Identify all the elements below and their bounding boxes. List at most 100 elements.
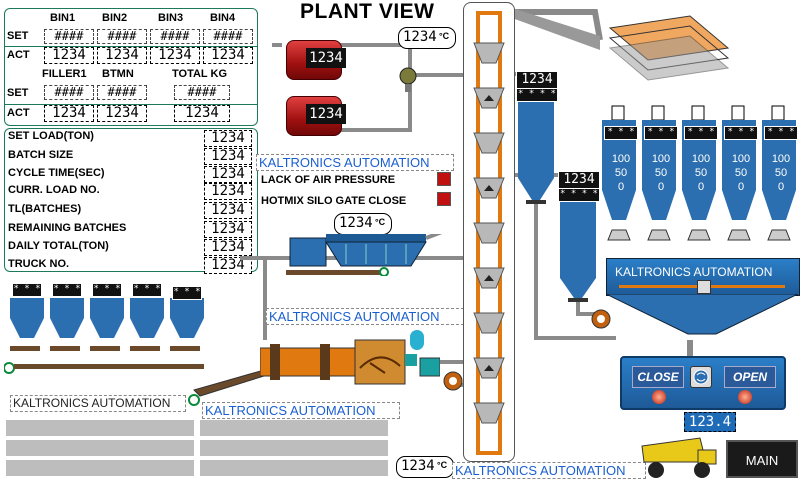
gauge-100: 100: [691, 153, 711, 165]
cold-bin3-level: * * *: [92, 283, 122, 297]
hot-silo-2-level: * * * *: [558, 188, 600, 202]
gauge-50: 50: [774, 167, 788, 179]
status-bar-6: [200, 460, 388, 476]
slinger-brand: KALTRONICS AUTOMATION: [266, 308, 464, 325]
mixer-temp-box: 1234 °C: [334, 213, 392, 235]
curr-load-value: 1234: [204, 183, 252, 200]
total-kg-header: TOTAL KG: [172, 68, 227, 80]
feeder-brand: KALTRONICS AUTOMATION: [202, 402, 400, 419]
alarm-brand: KALTRONICS AUTOMATION: [256, 154, 454, 171]
gauge-100: 100: [771, 153, 791, 165]
top-temp-unit: °C: [439, 31, 450, 41]
set-load-label: SET LOAD(TON): [8, 130, 94, 142]
act-row-label: ACT: [7, 49, 30, 61]
weigh-hopper-brand: KALTRONICS AUTOMATION: [615, 265, 773, 279]
alarm-silo-gate-lamp: [437, 192, 451, 206]
hot-silo-1: [516, 68, 556, 208]
slinger-unit: [286, 230, 443, 277]
bin4-act: 1234: [203, 47, 253, 64]
bin1-act: 1234: [44, 47, 94, 64]
tank2-temp: 1234: [306, 104, 346, 124]
gauge-100: 100: [731, 153, 751, 165]
bin1-set[interactable]: ####: [44, 29, 94, 44]
bin-table: BIN1 BIN2 BIN3 BIN4 #### #### #### #### …: [42, 10, 256, 122]
bin-table-panel: [4, 8, 258, 126]
daily-total-label: DAILY TOTAL(TON): [8, 240, 109, 252]
batch-size-label: BATCH SIZE: [8, 149, 74, 161]
gate-open-button[interactable]: OPEN: [724, 366, 776, 388]
bin2-set[interactable]: ####: [97, 29, 147, 44]
top-temp-box: 1234 °C: [398, 27, 456, 49]
main-button[interactable]: MAIN: [726, 440, 798, 478]
alarm-air-pressure: LACK OF AIR PRESSURE: [261, 174, 396, 186]
remaining-batches-label: REMAINING BATCHES: [8, 222, 127, 234]
batch-size-value: 1234: [204, 148, 252, 165]
mixer-temp-unit: °C: [375, 217, 386, 227]
status-bar-1: [6, 420, 194, 436]
dump-truck-icon: [640, 432, 720, 480]
bin1-header: BIN1: [50, 12, 76, 24]
cold-feed-bins: [8, 278, 208, 358]
hot-silo-1-reading: 1234: [516, 71, 558, 89]
bin2-header: BIN2: [102, 12, 128, 24]
btmn-set[interactable]: ####: [97, 85, 147, 100]
weigh-indicator-icon: [697, 280, 711, 294]
bin3-header: BIN3: [158, 12, 184, 24]
bucket-elevator: [463, 2, 515, 462]
hot-bin4-level: * * *: [724, 126, 758, 140]
gauge-50: 50: [654, 167, 668, 179]
truck-no-value: 1234: [204, 257, 252, 274]
set-row-label: SET: [7, 30, 29, 42]
cold-bin4-level: * * *: [132, 283, 162, 297]
filler1-act: 1234: [44, 105, 94, 122]
bin4-header: BIN4: [210, 12, 236, 24]
daily-total-value: 1234: [204, 239, 252, 256]
alarm-air-pressure-lamp: [437, 172, 451, 186]
mixer-temp: 1234: [339, 215, 373, 231]
hot-bin3-gauge: 100 50 0: [686, 152, 716, 194]
page-title: PLANT VIEW: [300, 0, 435, 23]
status-bar-2: [200, 420, 388, 436]
hot-silo-2: [558, 168, 598, 308]
bin3-act: 1234: [150, 47, 200, 64]
hot-bin4-gauge: 100 50 0: [726, 152, 756, 194]
total-kg-set[interactable]: ####: [174, 85, 230, 100]
status-bar-5: [6, 460, 194, 476]
blower-fan-icon: [442, 370, 464, 392]
total-kg-act: 1234: [174, 105, 230, 122]
act-row-label-2: ACT: [7, 107, 30, 119]
gate-close-button[interactable]: CLOSE: [632, 366, 684, 388]
bin3-set[interactable]: ####: [150, 29, 200, 44]
bottom-brand: KALTRONICS AUTOMATION: [452, 462, 646, 479]
hot-bin1-level: * * *: [604, 126, 638, 140]
tl-batches-value: 1234: [204, 202, 252, 219]
gauge-0: 0: [737, 181, 745, 193]
divider: [4, 46, 258, 47]
mixer-funnel: [605, 293, 799, 338]
gauge-100: 100: [651, 153, 671, 165]
truck-no-label: TRUCK NO.: [8, 258, 70, 270]
cycle-time-label: CYCLE TIME(SEC): [8, 167, 105, 179]
cold-bin5-level: * * *: [172, 286, 202, 300]
bin4-set[interactable]: ####: [203, 29, 253, 44]
filler1-set[interactable]: ####: [44, 85, 94, 100]
top-temp: 1234: [403, 29, 437, 45]
filler1-header: FILLER1: [42, 68, 87, 80]
curr-load-label: CURR. LOAD NO.: [8, 184, 100, 196]
hot-silo-2-reading: 1234: [558, 171, 600, 189]
gate-status-icon: [690, 366, 712, 388]
bottom-temp-box: 1234 °C: [396, 456, 454, 478]
hot-bin2-gauge: 100 50 0: [646, 152, 676, 194]
set-load-value: 1234: [204, 130, 252, 147]
cycle-time-value: 1234: [204, 166, 252, 183]
gauge-0: 0: [697, 181, 705, 193]
alarm-silo-gate: HOTMIX SILO GATE CLOSE: [261, 195, 407, 207]
tank1-temp-unit: °C: [347, 50, 358, 60]
hot-bin3-level: * * *: [684, 126, 718, 140]
batch-weight: 123.4: [684, 412, 736, 432]
cold-bin1-level: * * *: [12, 283, 42, 297]
valve-icon: [398, 64, 418, 92]
cold-bin2-level: * * *: [52, 283, 82, 297]
tank1-temp: 1234: [306, 48, 346, 68]
hot-silo-1-level: * * * *: [516, 88, 558, 102]
